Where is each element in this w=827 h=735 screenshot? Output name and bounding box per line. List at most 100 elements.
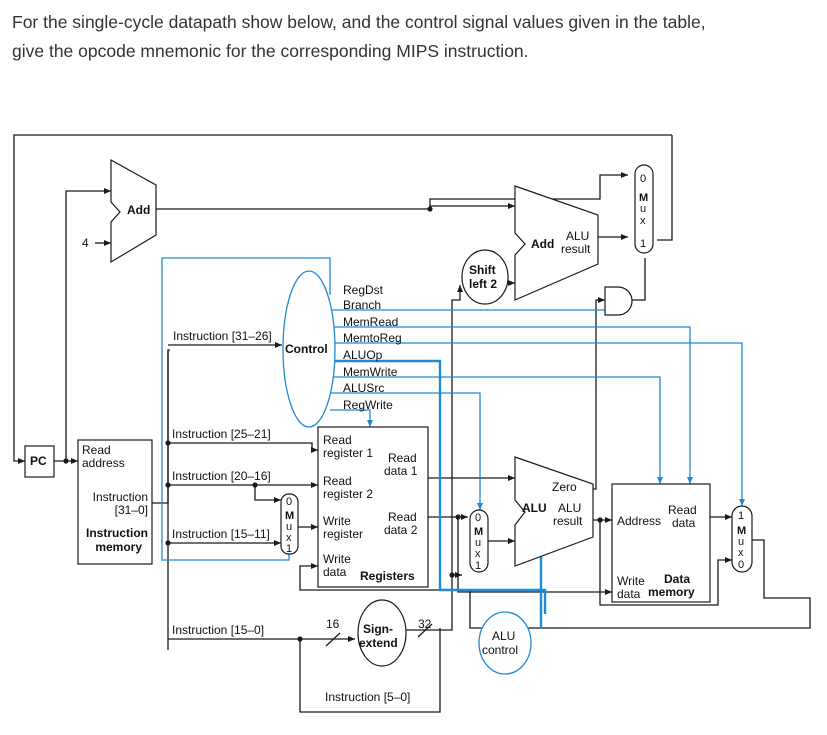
- question-line-1: For the single-cycle datapath show below…: [12, 12, 706, 32]
- alusrc-mux-u: u: [475, 537, 481, 549]
- bus-width-32: [417, 623, 433, 638]
- signal-memwrite: MemWrite: [343, 365, 398, 379]
- memtoreg-mux: [731, 505, 753, 573]
- reg-read-reg1-a: Read: [323, 433, 352, 447]
- reg-write-data-b: data: [323, 565, 347, 579]
- alusrc-mux-m: M: [474, 526, 483, 538]
- instruction-bus-wire: [152, 349, 170, 504]
- reg-read-data1-b: data 1: [384, 464, 418, 478]
- imem-read-label: Read: [82, 443, 111, 457]
- alu-control-label-1: ALU: [492, 629, 515, 643]
- memtoreg-mux-m: M: [737, 525, 746, 537]
- dmem-title-2: memory: [648, 585, 695, 599]
- alusrc-mux-1: 1: [475, 560, 481, 572]
- signal-alusrc: ALUSrc: [343, 381, 384, 395]
- junction-rs: [165, 440, 171, 446]
- junction-sext: [449, 572, 455, 578]
- reg-write-data-a: Write: [323, 552, 351, 566]
- pcsrc-mux-1: 1: [640, 238, 646, 250]
- junction-rd: [165, 540, 171, 546]
- data-wires: [13, 134, 811, 713]
- branch-adder-add: Add: [531, 237, 554, 251]
- imem-instruction-label: Instruction: [93, 490, 148, 504]
- signal-aluop: ALUOp: [343, 348, 383, 362]
- memtoreg-control-wire: [330, 342, 745, 506]
- pc-to-adder-wire: [65, 188, 111, 461]
- pcsrc-mux-x: x: [640, 215, 646, 227]
- reg-write-reg-a: Write: [323, 514, 351, 528]
- alu-label: ALU: [522, 501, 547, 515]
- rt-to-mux-wire: [254, 485, 281, 503]
- pc-register: [24, 445, 55, 478]
- alu-control: [478, 611, 532, 675]
- sext-out-wire: [406, 572, 462, 631]
- reg-read-reg2-b: register 2: [323, 487, 373, 501]
- reg-write-reg-b: register: [323, 527, 363, 541]
- memtoreg-mux-u: u: [738, 536, 744, 548]
- imem-bits-label: [31–0]: [115, 503, 148, 517]
- field-rd-label: Instruction [15–11]: [172, 527, 270, 541]
- control-wires: [161, 257, 745, 628]
- reg-read-reg2-a: Read: [323, 474, 352, 488]
- signal-regwrite: RegWrite: [343, 398, 393, 412]
- dmem-address-label: Address: [617, 514, 661, 528]
- alu-zero-label: Zero: [552, 480, 577, 494]
- junction-dots: [63, 206, 603, 642]
- junction-alu-result: [597, 517, 603, 523]
- regdst-mux-x: x: [286, 532, 292, 544]
- memtoreg-mux-1: 1: [738, 510, 744, 522]
- instruction-memory: [77, 439, 153, 565]
- pc-adder-label: Add: [127, 203, 150, 217]
- register-file: [317, 426, 429, 588]
- writeback-wire: [299, 539, 811, 629]
- question-line-2: give the opcode mnemonic for the corresp…: [12, 41, 529, 61]
- shift-label-1: Shift: [469, 263, 496, 277]
- memtoreg-mux-0: 0: [738, 559, 744, 571]
- shift-label-2: left 2: [469, 277, 497, 291]
- memwrite-control-wire: [330, 376, 663, 484]
- regdst-control-wire: [161, 257, 331, 561]
- pc-mux-output-wire: [657, 135, 673, 241]
- regdst-mux-1: 1: [286, 543, 292, 555]
- reg-read-data2-a: Read: [388, 510, 417, 524]
- alusrc-control-wire: [330, 392, 483, 510]
- alu-result-label-a: ALU: [558, 501, 581, 515]
- regdst-mux-0: 0: [286, 496, 292, 508]
- control-label: Control: [285, 342, 328, 356]
- zero-wire: [583, 297, 605, 490]
- reg-read-data2-b: data 2: [384, 523, 418, 537]
- junction-rt: [165, 482, 171, 488]
- signal-regdst: RegDst: [343, 283, 384, 297]
- control-unit: [282, 270, 336, 428]
- pc4-to-branch-adder-wire: [429, 203, 515, 209]
- pcsrc-mux-u: u: [640, 203, 646, 215]
- read-data2-to-dmem-wire: [457, 517, 612, 595]
- sext-to-shift-wire: [451, 285, 463, 575]
- dmem-write-label-b: data: [617, 587, 641, 601]
- const-four-label: 4: [82, 236, 89, 250]
- junction-rt-mux: [252, 482, 258, 488]
- regdst-mux-m: M: [285, 510, 294, 522]
- junction-pc4: [427, 206, 433, 212]
- regwrite-control-wire: [330, 409, 373, 427]
- funct-wire: [299, 628, 441, 713]
- reg-read-reg1-b: register 1: [323, 446, 373, 460]
- regdst-mux-u: u: [286, 521, 292, 533]
- signal-memtoreg: MemtoReg: [343, 331, 402, 345]
- alusrc-mux: [469, 509, 489, 573]
- data-memory: [611, 483, 711, 603]
- alusrc-mux-x: x: [475, 548, 481, 560]
- branch-and-gate: [604, 286, 633, 316]
- junction-funct: [297, 636, 303, 642]
- dmem-write-label-a: Write: [617, 574, 645, 588]
- pcsrc-mux-m: M: [639, 192, 648, 204]
- alu-result-label-b: result: [553, 514, 583, 528]
- alu-control-label-2: control: [482, 643, 518, 657]
- junction-rd2: [455, 514, 461, 520]
- imem-address-label: address: [82, 456, 125, 470]
- branch-adder: [514, 185, 599, 301]
- and-out-wire: [632, 258, 646, 301]
- signal-memread: MemRead: [343, 315, 398, 329]
- field-rs-label: Instruction [25–21]: [172, 427, 271, 441]
- pcsrc-mux: [634, 164, 654, 254]
